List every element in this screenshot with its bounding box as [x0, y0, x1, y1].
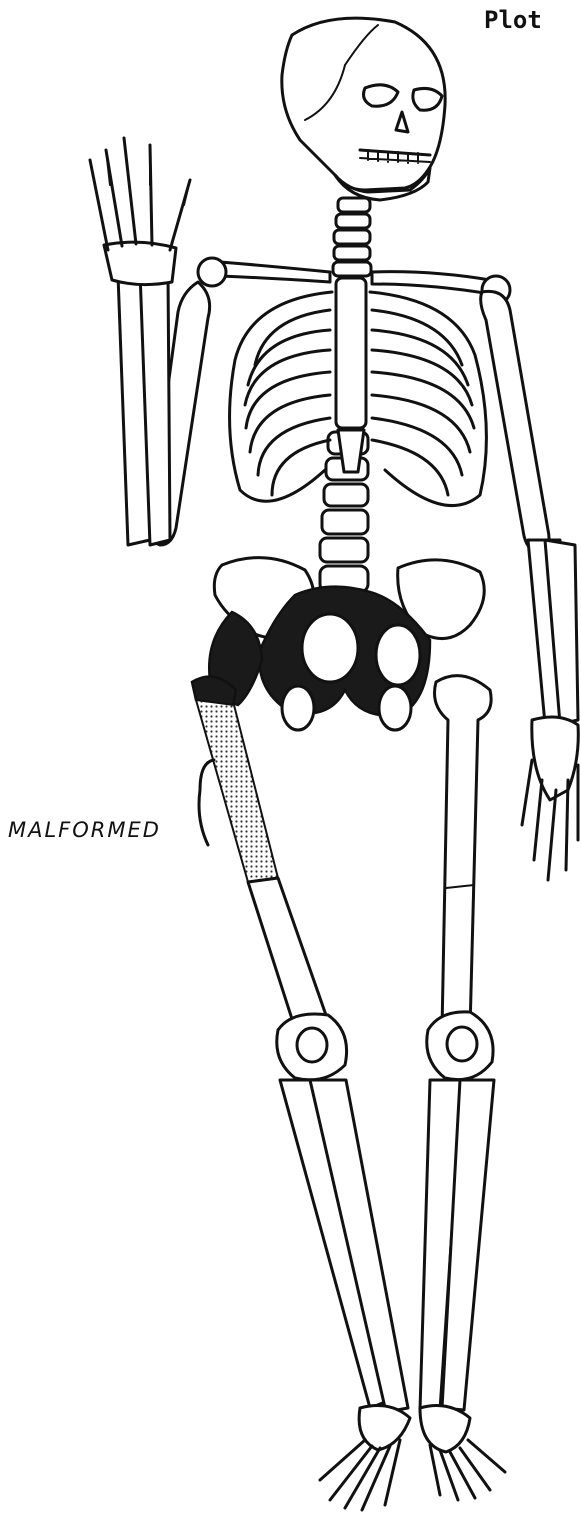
malformed-femur	[192, 677, 334, 1044]
arm-raised	[90, 138, 210, 545]
skull	[282, 18, 445, 200]
knees	[277, 1012, 493, 1080]
lower-legs	[280, 1080, 494, 1412]
normal-femur	[435, 676, 492, 1030]
arm-hanging	[481, 291, 579, 880]
feet	[320, 1406, 505, 1510]
